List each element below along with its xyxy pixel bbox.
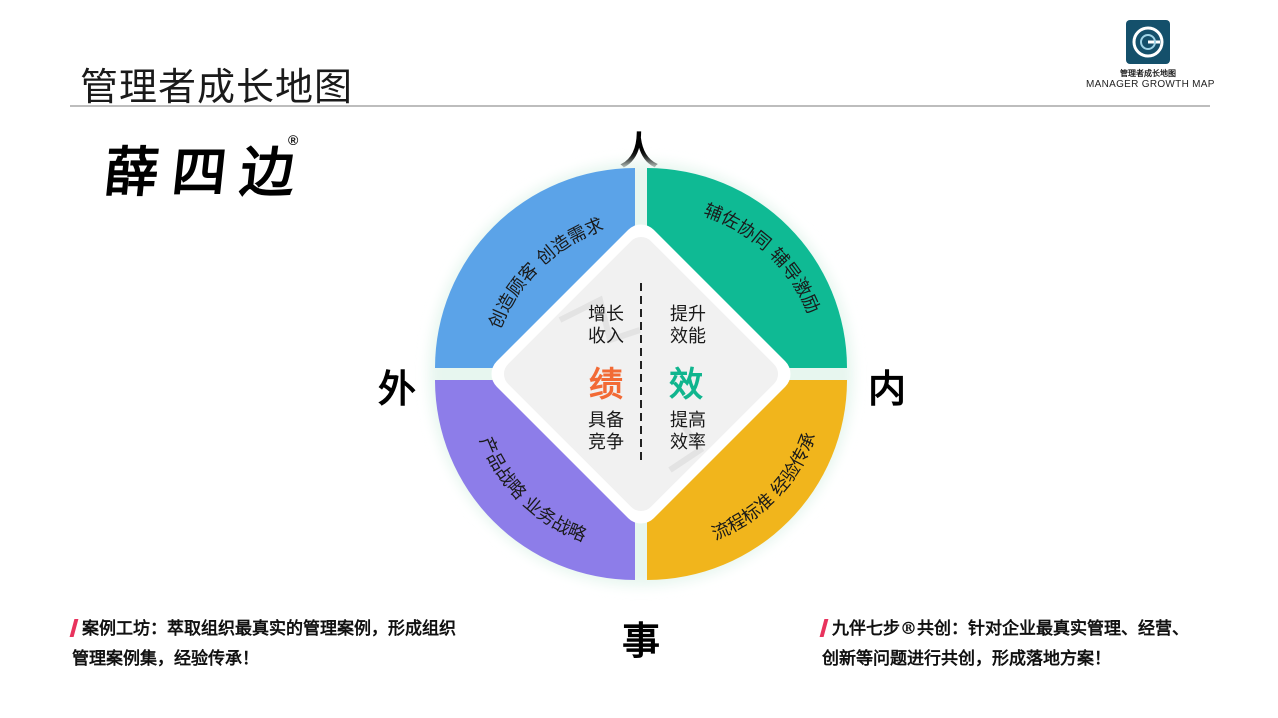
note-left-line2: 管理案例集，经验传承！ xyxy=(72,649,259,669)
note-right-line1: 九伴七步®共创：针对企业最真实管理、经营、 xyxy=(832,619,1189,639)
puzzle-texture-2 xyxy=(668,418,705,473)
center-bl-line1: 具备 xyxy=(588,410,624,430)
page-title: 管理者成长地图 xyxy=(80,67,354,109)
center-bl-line2: 竞争 xyxy=(588,432,624,452)
note-right: 九伴七步®共创：针对企业最真实管理、经营、 创新等问题进行共创，形成落地方案！ xyxy=(819,614,1222,674)
compass-right-label: 内 xyxy=(868,366,907,411)
center-br-line2: 效率 xyxy=(670,432,706,452)
center-char-ji: 绩 xyxy=(589,365,623,405)
logo-g-icon xyxy=(1126,20,1170,64)
registered-mark: ® xyxy=(288,132,299,148)
logo-en-text: MANAGER GROWTH MAP xyxy=(1086,79,1215,90)
logo: 管理者成长地图 MANAGER GROWTH MAP xyxy=(1086,20,1215,100)
center-tl-line1: 增长 xyxy=(588,304,624,324)
center-char-xiao: 效 xyxy=(669,365,703,405)
note-left-line1: 案例工坊：萃取组织最真实的管理案例，形成组织 xyxy=(82,619,456,639)
logo-cn-text: 管理者成长地图 xyxy=(1120,69,1176,78)
compass-left-label: 外 xyxy=(378,366,417,411)
center-tl-line2: 收入 xyxy=(588,326,624,346)
center-tr-line2: 效能 xyxy=(670,326,706,346)
compass-bottom-label: 事 xyxy=(622,618,661,663)
puzzle-texture xyxy=(558,295,641,344)
note-right-line2: 创新等问题进行共创，形成落地方案！ xyxy=(822,649,1111,669)
center-br-line1: 提高 xyxy=(670,410,706,430)
note-left: 案例工坊：萃取组织最真实的管理案例，形成组织 管理案例集，经验传承！ xyxy=(69,614,512,674)
title-divider xyxy=(70,105,1210,107)
center-tr-line1: 提升 xyxy=(670,304,706,324)
